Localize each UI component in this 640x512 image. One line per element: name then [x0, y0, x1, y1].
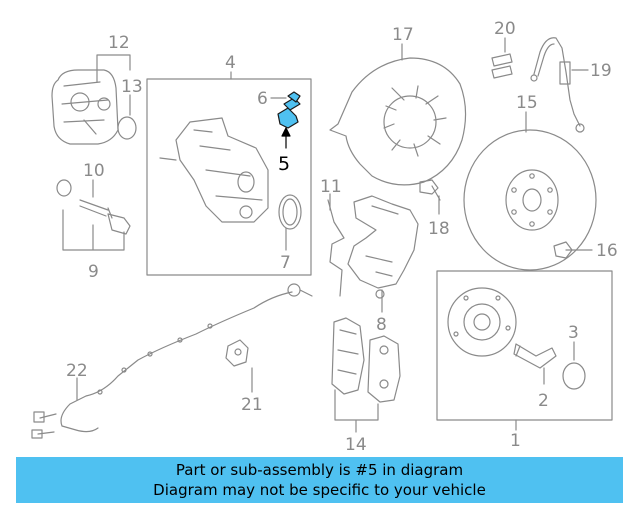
- callout-8: 8: [376, 315, 387, 335]
- callout-16: 16: [596, 241, 618, 261]
- callout-20: 20: [494, 19, 516, 39]
- part-7-piston-seal-inner: [282, 198, 298, 226]
- banner-line-2: Diagram may not be specific to your vehi…: [153, 481, 486, 499]
- callout-17: 17: [392, 25, 414, 45]
- part-18-bolt: [419, 179, 441, 201]
- callout-3: 3: [568, 323, 579, 343]
- part-16-bolt: [553, 241, 593, 259]
- callout-2: 2: [538, 391, 549, 411]
- callout-19: 19: [590, 61, 612, 81]
- callout-21: 21: [241, 395, 263, 415]
- part-11-spring: [327, 199, 345, 297]
- caliper-group-box: [146, 78, 312, 276]
- part-4-caliper-carrier: [159, 117, 269, 223]
- info-banner: Part or sub-assembly is #5 in diagram Di…: [16, 457, 623, 503]
- callout-11: 11: [320, 177, 342, 197]
- callout-12: 12: [108, 33, 130, 53]
- callout-15: 15: [516, 93, 538, 113]
- part-9-guide-pin-set: [56, 179, 131, 235]
- part-21-bracket: [225, 339, 249, 367]
- callout-9: 9: [88, 262, 99, 282]
- leader-5-arrowhead: [281, 127, 291, 137]
- callout-1: 1: [510, 431, 521, 451]
- part-19-brake-hose: [530, 37, 585, 133]
- part-8-caliper-bracket: [347, 195, 419, 299]
- callout-5: 5: [278, 153, 290, 175]
- part-20-clip: [491, 53, 513, 79]
- callout-22: 22: [66, 361, 88, 381]
- callout-7: 7: [280, 253, 291, 273]
- part-2-axle-bolt: [513, 343, 557, 369]
- part-3-dust-cap: [562, 362, 586, 390]
- banner-line-1: Part or sub-assembly is #5 in diagram: [175, 461, 464, 479]
- part-12-caliper-housing: [51, 69, 119, 145]
- callout-4: 4: [225, 53, 236, 73]
- callout-18: 18: [428, 219, 450, 239]
- leader-12: [96, 54, 131, 83]
- part-15-brake-disc: [463, 129, 597, 271]
- part-13-seal-ring: [117, 116, 137, 140]
- part-14-brake-pads: [331, 317, 401, 403]
- part-1-wheel-hub: [447, 287, 517, 357]
- callout-14: 14: [345, 435, 367, 455]
- part-22-wear-sensor-wire: [31, 283, 313, 439]
- part-7-piston-seal: [278, 194, 302, 230]
- leader-14: [334, 389, 379, 433]
- callout-10: 10: [83, 161, 105, 181]
- part-17-splash-shield: [329, 57, 467, 186]
- callout-6: 6: [257, 89, 268, 109]
- callout-13: 13: [121, 77, 143, 97]
- part-5-bleeder-screw: [277, 91, 301, 129]
- hub-group-box: [436, 270, 613, 421]
- leader-9: [62, 209, 125, 251]
